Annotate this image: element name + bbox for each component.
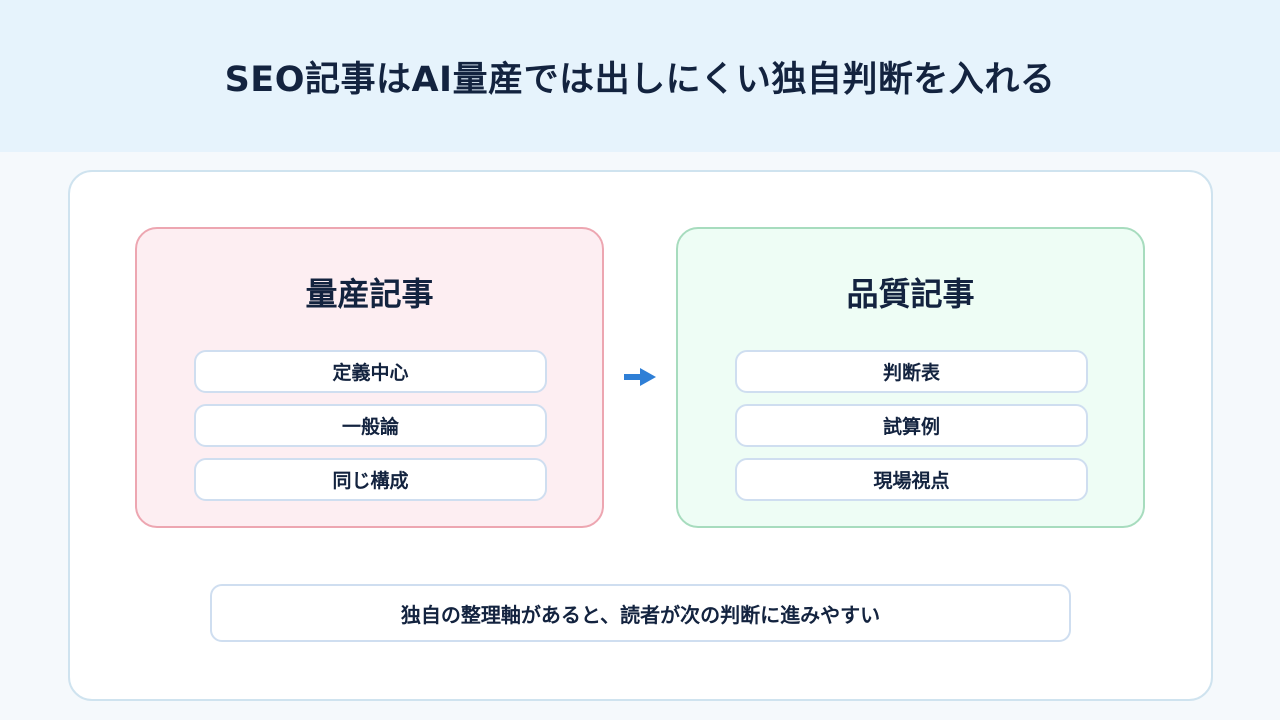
mass-production-heading: 量産記事: [305, 275, 434, 313]
mass-item-same-structure: 同じ構成: [194, 458, 547, 501]
quality-card: 品質記事 判断表 試算例 現場視点: [676, 227, 1145, 528]
quality-item-judgment-table: 判断表: [735, 350, 1088, 393]
page-title: SEO記事はAI量産では出しにくい独自判断を入れる: [224, 59, 1056, 100]
conclusion-box: 独自の整理軸があると、読者が次の判断に進みやすい: [210, 584, 1071, 642]
mass-item-definition: 定義中心: [194, 350, 547, 393]
mass-item-general: 一般論: [194, 404, 547, 447]
mass-production-card: 量産記事 定義中心 一般論 同じ構成: [135, 227, 604, 528]
quality-item-calculation: 試算例: [735, 404, 1088, 447]
quality-item-field-view: 現場視点: [735, 458, 1088, 501]
quality-heading: 品質記事: [846, 275, 975, 313]
arrow-right-icon: [624, 368, 656, 386]
header-banner: SEO記事はAI量産では出しにくい独自判断を入れる: [0, 0, 1280, 152]
